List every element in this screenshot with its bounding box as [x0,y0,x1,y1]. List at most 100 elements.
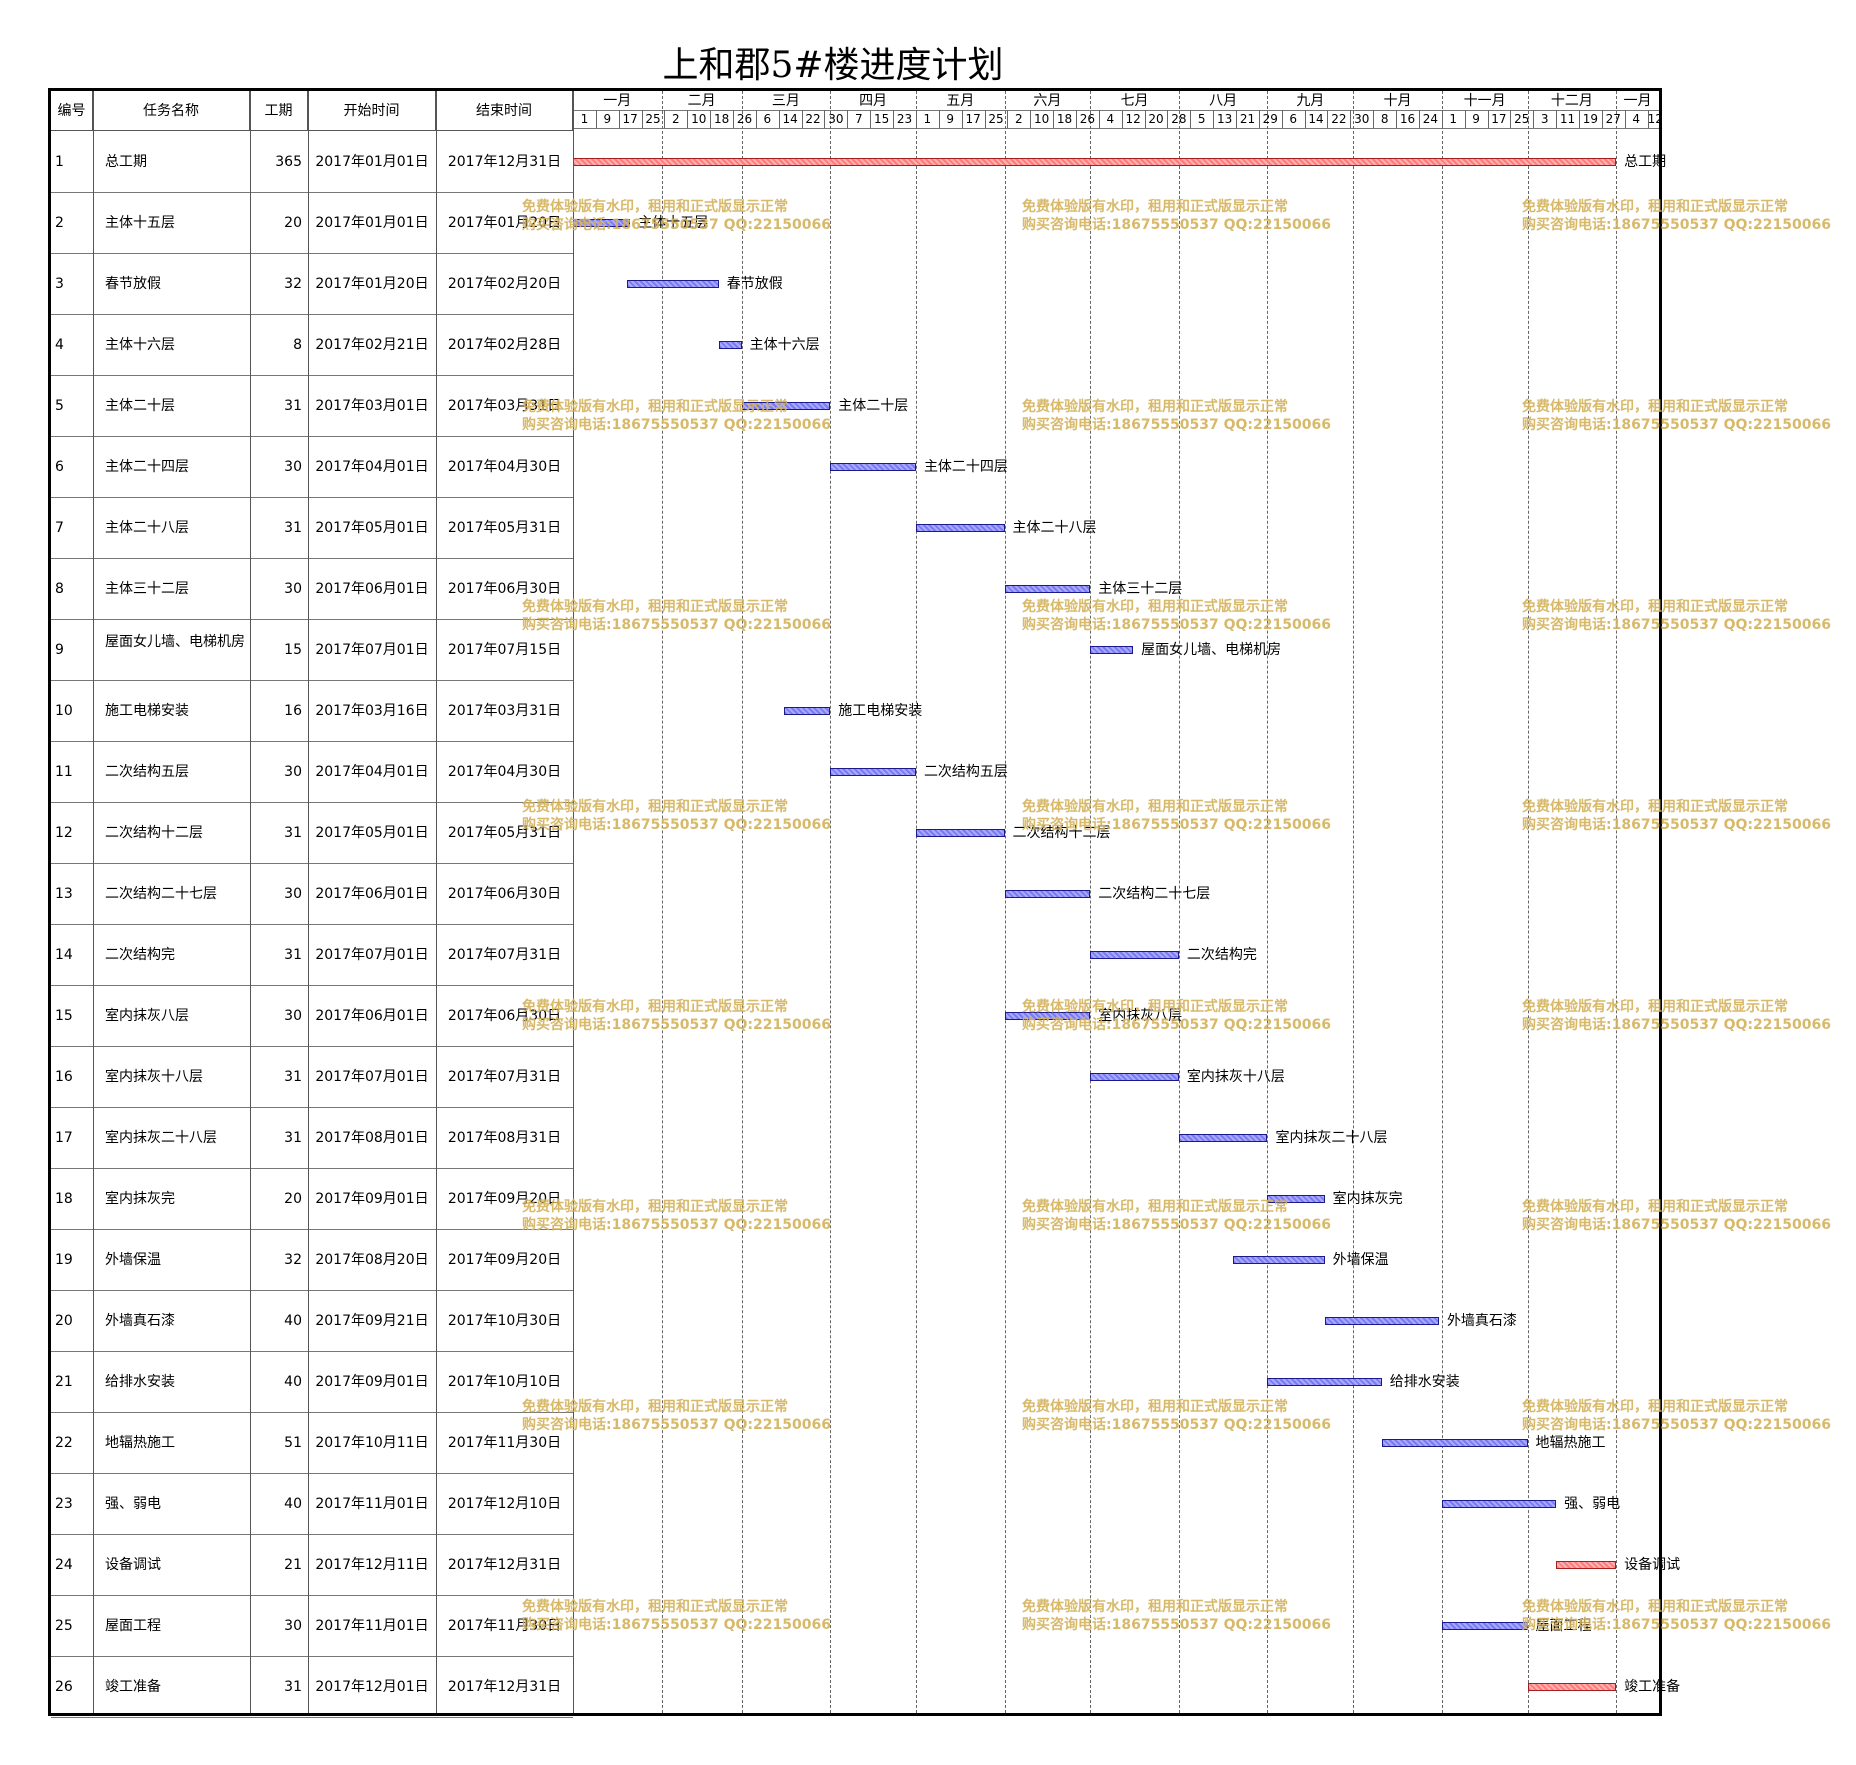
table-row-line [51,436,573,437]
task-bar[interactable] [1556,1560,1617,1569]
table-row-line [51,192,573,193]
task-id: 23 [55,1495,73,1512]
task-bar[interactable] [1267,1377,1382,1386]
task-bar[interactable] [1267,1194,1325,1203]
task-bar[interactable] [741,401,831,410]
task-bar[interactable] [718,340,742,349]
task-bar-label: 春节放假 [726,275,783,292]
task-bar-label: 设备调试 [1624,1556,1681,1573]
timeline-month-line [573,110,1659,111]
task-end: 2017年12月31日 [447,1556,562,1573]
task-bar[interactable] [1441,1499,1557,1508]
task-bar[interactable] [1004,889,1091,898]
task-duration: 32 [284,275,302,292]
month-label: 二月 [687,93,716,109]
tick-gridline [847,110,849,128]
task-end: 2017年07月31日 [447,946,562,963]
task-start: 2017年07月01日 [315,641,429,658]
task-bar[interactable] [915,828,1005,837]
task-bar[interactable] [573,218,631,227]
task-id: 5 [55,397,64,414]
task-id: 16 [55,1068,73,1085]
tick-gridline [1030,110,1032,128]
task-end: 2017年08月31日 [447,1129,562,1146]
tick-label: 7 [854,112,863,126]
task-bar[interactable] [627,279,719,288]
task-bar[interactable] [830,462,916,471]
month-gridline [1178,91,1180,1713]
task-duration: 30 [284,458,302,475]
task-bar[interactable] [1324,1316,1439,1325]
task-name: 主体二十层 [105,397,175,414]
task-bar-label: 二次结构二十七层 [1098,885,1211,902]
table-row-line [51,1534,573,1535]
task-name: 外墙保温 [105,1251,161,1268]
task-duration: 31 [284,1129,302,1146]
task-bar[interactable] [1004,1011,1091,1020]
tick-label: 9 [1472,112,1480,126]
task-bar[interactable] [1178,1133,1268,1142]
tick-label: 17 [965,112,981,126]
task-bar[interactable] [784,706,831,715]
task-bar[interactable] [1090,645,1134,654]
table-row-line [51,802,573,803]
task-bar[interactable] [1090,950,1179,959]
task-bar[interactable] [573,157,1617,166]
task-duration: 20 [284,1190,302,1207]
tick-gridline [618,110,620,128]
task-bar-label: 二次结构完 [1186,946,1257,963]
task-duration: 31 [284,824,302,841]
table-row-line [51,1290,573,1291]
tick-label: 17 [1491,112,1507,126]
tick-label: 23 [896,112,913,126]
task-name: 强、弱电 [105,1495,161,1512]
task-name: 主体二十四层 [105,458,189,475]
task-bar-label: 室内抹灰二十八层 [1275,1129,1388,1146]
task-bar[interactable] [830,767,916,776]
task-bar-label: 主体十五层 [638,214,709,231]
tick-label: 15 [874,112,890,126]
tick-gridline [664,110,666,128]
tick-label: 14 [1308,112,1324,126]
month-label: 一月 [1623,93,1652,109]
month-gridline [915,91,917,1713]
tick-gridline [778,110,780,128]
tick-gridline [938,110,940,128]
task-bar[interactable] [1233,1255,1325,1264]
task-bar[interactable] [1441,1621,1528,1630]
task-duration: 32 [284,1251,302,1268]
task-bar[interactable] [1004,584,1091,593]
task-bar[interactable] [915,523,1005,532]
table-row-line [51,680,573,681]
tick-gridline [801,110,803,128]
task-id: 15 [55,1007,73,1024]
tick-gridline [1258,110,1260,128]
task-end: 2017年06月30日 [447,580,562,597]
tick-gridline [1533,110,1535,128]
task-bar[interactable] [1381,1438,1528,1447]
header-name: 任务名称 [93,91,250,131]
tick-gridline [1487,110,1489,128]
month-label: 十月 [1383,93,1412,109]
tick-gridline [915,110,917,128]
task-duration: 8 [293,336,302,353]
table-row-line [51,619,573,620]
tick-label: 18 [713,112,730,126]
table-column-line [93,91,94,1713]
task-start: 2017年08月20日 [315,1251,429,1268]
task-bar-label: 室内抹灰十八层 [1186,1068,1285,1085]
tick-gridline [755,110,757,128]
table-row-line [51,1107,573,1108]
task-bar[interactable] [1527,1682,1617,1691]
task-start: 2017年02月21日 [315,336,429,353]
tick-label: 4 [1632,112,1640,126]
table-row-line [51,1412,573,1413]
task-id: 18 [55,1190,73,1207]
month-gridline [661,91,663,1713]
tick-label: 14 [782,112,798,126]
task-end: 2017年02月28日 [447,336,562,353]
task-start: 2017年04月01日 [315,763,429,780]
task-start: 2017年11月01日 [315,1617,429,1634]
task-bar[interactable] [1090,1072,1179,1081]
task-name: 外墙真石漆 [105,1312,175,1329]
